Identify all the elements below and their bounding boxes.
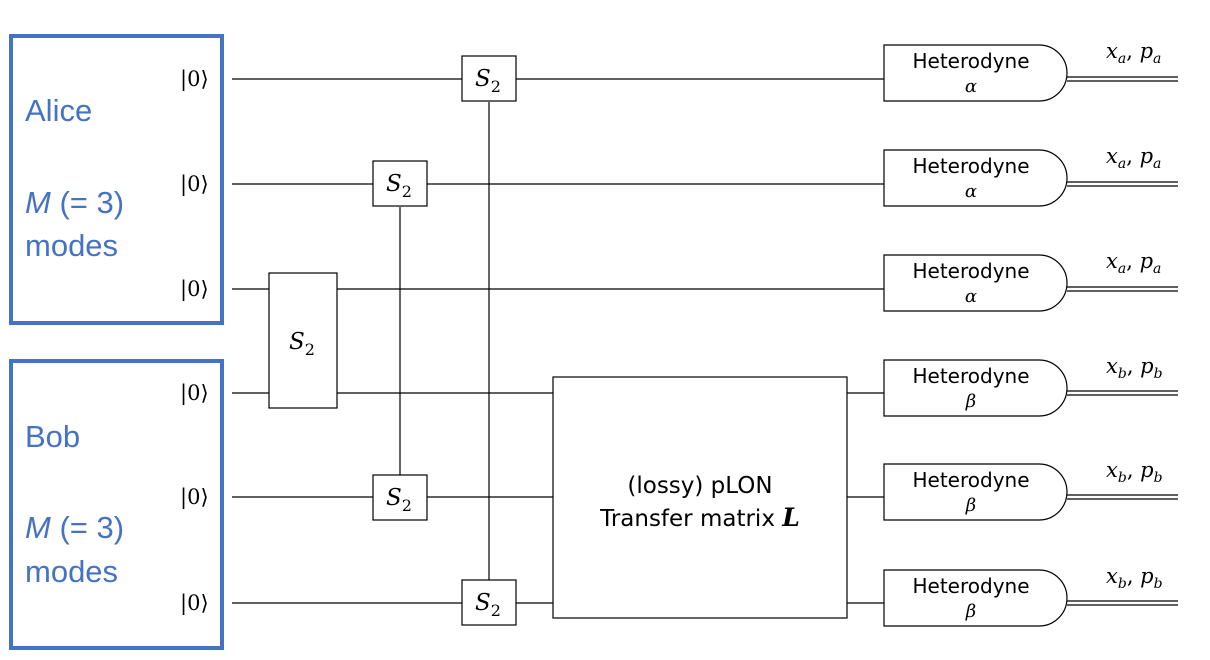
- plon-title: (lossy) pLON: [627, 473, 772, 499]
- svg-text:|0⟩: |0⟩: [180, 381, 209, 406]
- bob-m-symbol: M: [25, 510, 51, 545]
- detector-output: xb, pb: [1106, 458, 1163, 486]
- svg-text:S2: S2: [289, 329, 315, 359]
- bob-mode-count: M (= 3): [25, 510, 124, 545]
- alice-mode-count: M (= 3): [25, 185, 124, 220]
- detector-output: xa, pa: [1106, 249, 1161, 277]
- heterodyne-detector-3: Heterodyne α xa, pa: [883, 249, 1178, 312]
- detector-label: Heterodyne: [912, 468, 1029, 492]
- svg-text:|0⟩: |0⟩: [180, 67, 209, 92]
- heterodyne-detector-6: Heterodyne β xb, pb: [883, 564, 1178, 627]
- detector-param: β: [965, 601, 976, 622]
- alice-m-rest: (= 3): [51, 185, 124, 220]
- alice-panel: [9, 34, 224, 325]
- input-ket-5: |0⟩: [180, 485, 209, 510]
- s2-gate-wire-6-bottom: S2: [461, 579, 517, 626]
- heterodyne-detector-2: Heterodyne α xa, pa: [883, 144, 1178, 207]
- input-ket-2: |0⟩: [180, 172, 209, 197]
- heterodyne-detector-1: Heterodyne α xa, pa: [883, 39, 1178, 102]
- plon-transfer-box: (lossy) pLON Transfer matrix L: [552, 376, 848, 619]
- bob-label: Bob: [25, 419, 80, 454]
- bob-m-rest: (= 3): [51, 510, 124, 545]
- svg-text:|0⟩: |0⟩: [180, 485, 209, 510]
- detector-label: Heterodyne: [912, 364, 1029, 388]
- plon-subtitle: Transfer matrix L: [599, 503, 800, 532]
- svg-text:|0⟩: |0⟩: [180, 277, 209, 302]
- detector-param: α: [965, 76, 977, 97]
- detector-label: Heterodyne: [912, 154, 1029, 178]
- detector-label: Heterodyne: [912, 259, 1029, 283]
- alice-modes-label: modes: [25, 228, 118, 263]
- input-ket-1: |0⟩: [180, 67, 209, 92]
- detector-param: α: [965, 181, 977, 202]
- input-ket-3: |0⟩: [180, 277, 209, 302]
- detector-param: α: [965, 286, 977, 307]
- s2-gate-wire-1-top: S2: [461, 55, 517, 102]
- svg-text:S2: S2: [475, 590, 501, 620]
- svg-text:S2: S2: [475, 66, 501, 96]
- detector-output: xa, pa: [1106, 144, 1161, 172]
- svg-text:|0⟩: |0⟩: [180, 591, 209, 616]
- detector-label: Heterodyne: [912, 49, 1029, 73]
- input-ket-6: |0⟩: [180, 591, 209, 616]
- svg-text:|0⟩: |0⟩: [180, 172, 209, 197]
- s2-gate-wire-5-bottom: S2: [372, 474, 428, 521]
- s2-gate-wire-2-top: S2: [372, 160, 428, 207]
- detector-output: xb, pb: [1106, 564, 1163, 592]
- s2-gate-wire-3-4: S2: [268, 272, 338, 409]
- detector-output: xa, pa: [1106, 39, 1161, 67]
- svg-text:S2: S2: [386, 171, 412, 201]
- bob-modes-label: modes: [25, 554, 118, 589]
- alice-label: Alice: [25, 93, 92, 128]
- detector-param: β: [965, 495, 976, 516]
- heterodyne-detector-5: Heterodyne β xb, pb: [883, 458, 1178, 521]
- heterodyne-detector-4: Heterodyne β xb, pb: [883, 354, 1178, 417]
- detector-label: Heterodyne: [912, 574, 1029, 598]
- detector-output: xb, pb: [1106, 354, 1163, 382]
- alice-m-symbol: M: [25, 185, 51, 220]
- svg-text:S2: S2: [386, 485, 412, 515]
- input-ket-4: |0⟩: [180, 381, 209, 406]
- detector-param: β: [965, 391, 976, 412]
- bob-panel: [9, 359, 224, 650]
